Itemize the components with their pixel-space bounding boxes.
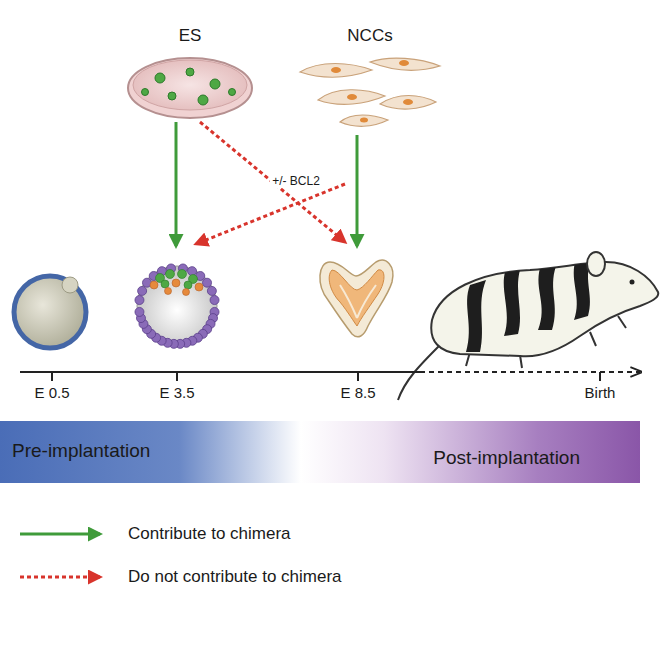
stage-tick-label: E 3.5	[157, 384, 196, 401]
petri-dish	[128, 58, 252, 118]
green-arrow-sample	[18, 522, 110, 546]
cell-type-label: ES	[136, 26, 244, 46]
red-dotted-arrow-sample	[18, 565, 110, 589]
legend-text: Do not contribute to chimera	[128, 567, 342, 587]
stage-name: Post-implantation	[433, 447, 580, 469]
cell-type-label: NCCs	[311, 26, 429, 46]
stage-band: Pre-implantation Post-implantation	[0, 421, 640, 483]
zygote	[14, 276, 86, 348]
transplant-arrows	[176, 122, 357, 246]
legend-text: Contribute to chimera	[128, 524, 291, 544]
stage-tick-label: Birth	[583, 384, 618, 401]
neural-crest-cells	[300, 58, 440, 126]
embryo	[320, 260, 393, 337]
stage-name: Pre-implantation	[12, 440, 150, 462]
legend-entry: Do not contribute to chimera	[18, 565, 342, 589]
blastocyst	[135, 264, 219, 348]
timeline-axis	[20, 372, 640, 381]
treatment-label: +/- BCL2	[270, 174, 322, 188]
source-cells: NCCs	[311, 26, 429, 48]
legend-entry: Contribute to chimera	[18, 522, 291, 546]
chimera-mouse	[398, 252, 658, 400]
stage-tick-label: E 0.5	[32, 384, 71, 401]
stage-tick-label: E 8.5	[338, 384, 377, 401]
source-cells: ES	[136, 26, 244, 48]
